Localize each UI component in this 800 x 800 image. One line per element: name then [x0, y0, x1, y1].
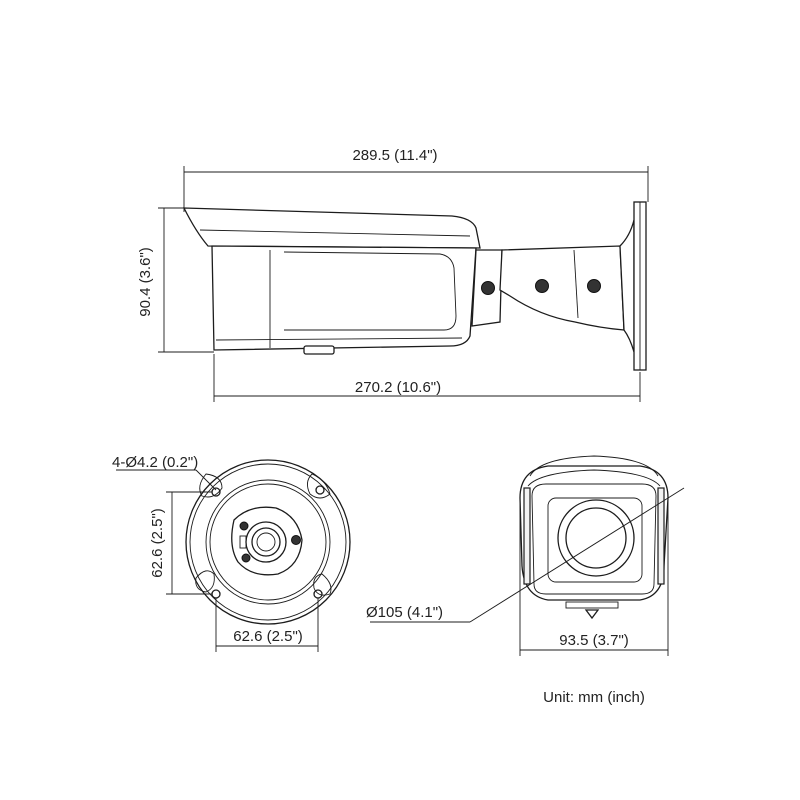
height-label: 90.4 (3.6") [137, 247, 154, 317]
unit-note: Unit: mm (inch) [543, 689, 645, 706]
mount-hole-2 [315, 485, 325, 495]
lens-inner [565, 507, 627, 569]
mount-holes-label: 4-Ø4.2 (0.2") [112, 454, 198, 471]
front-diameter-label: Ø105 (4.1") [366, 604, 443, 621]
bracket-arm [499, 245, 625, 331]
front-window [547, 497, 643, 583]
bracket-screw-3 [587, 279, 601, 293]
mount-slots [195, 473, 332, 596]
bracket-screw-2 [535, 279, 549, 293]
front-width-label: 93.5 (3.7") [559, 632, 629, 649]
bracket-screw-1 [481, 281, 495, 295]
front-body [519, 465, 669, 601]
lens-outer [557, 499, 635, 577]
front-view: Ø105 (4.1") 93.5 (3.7") [366, 455, 685, 656]
overall-length-label: 289.5 (11.4") [352, 147, 437, 164]
sun-shield [182, 207, 481, 249]
body-length-label: 270.2 (10.6") [355, 379, 441, 396]
side-view: 289.5 (11.4") 90.4 (3.6") 270.2 (10.6") [137, 147, 649, 402]
camera-body [211, 245, 477, 351]
mount-view: 4-Ø4.2 (0.2") 62.6 (2.5") 62.6 (2.5") [112, 454, 351, 652]
hole-spacing-horizontal-label: 62.6 (2.5") [233, 628, 303, 645]
hole-spacing-vertical-label: 62.6 (2.5") [149, 508, 166, 578]
